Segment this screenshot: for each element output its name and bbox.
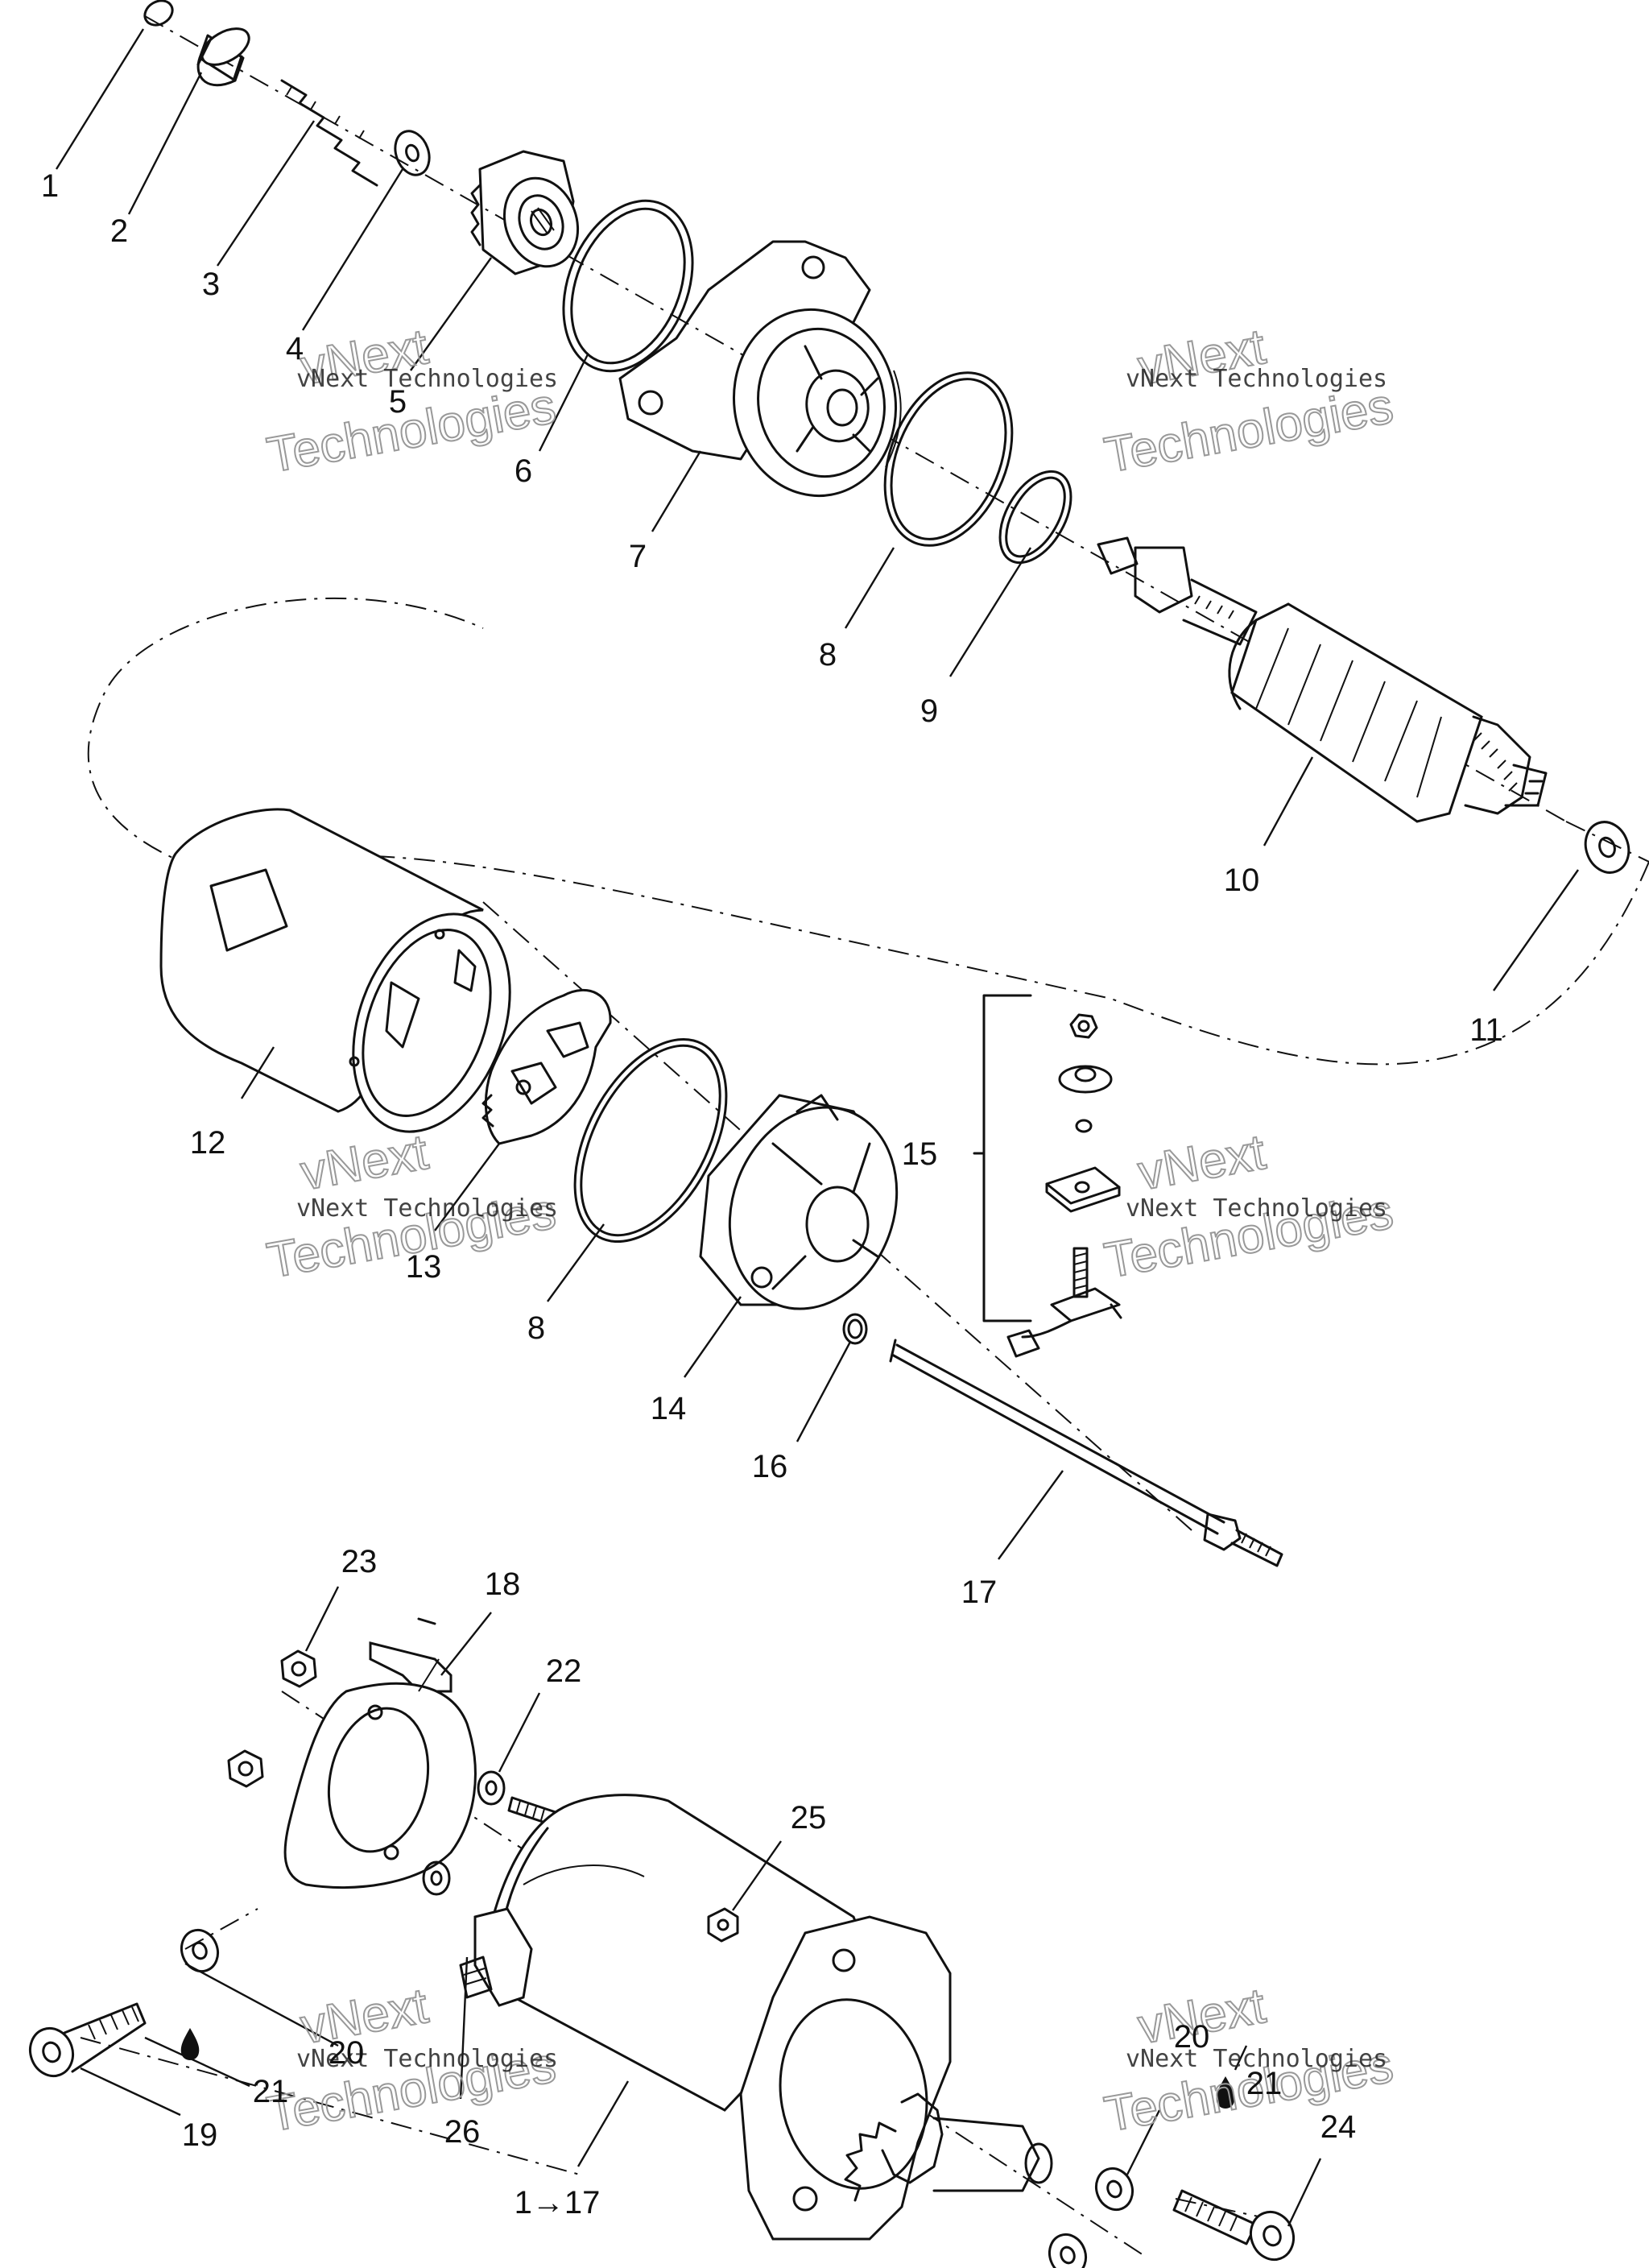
watermark-line: vNext Technologies bbox=[296, 365, 558, 393]
callout-26: 26 bbox=[444, 2114, 481, 2150]
o-ring-part-8-upper bbox=[883, 371, 1014, 547]
screw-part-24 bbox=[1172, 2189, 1295, 2262]
o-ring-part-9 bbox=[998, 470, 1072, 565]
washer-part-20 bbox=[180, 1928, 1134, 2268]
callout-16: 16 bbox=[752, 1449, 788, 1484]
watermark-brand: vNext bbox=[1134, 1124, 1269, 1201]
callout-22: 22 bbox=[546, 1653, 582, 1689]
callout-20-right: 20 bbox=[1174, 2019, 1210, 2055]
o-ring-part-16 bbox=[842, 1313, 868, 1345]
watermark-line: vNext Technologies bbox=[1126, 2045, 1387, 2073]
retaining-ring-part bbox=[143, 0, 174, 27]
watermark-line: vNext Technologies bbox=[1126, 1194, 1387, 1223]
callout-13: 13 bbox=[406, 1249, 442, 1285]
terminal-kit-part bbox=[973, 994, 1122, 1358]
callout-9: 9 bbox=[920, 693, 938, 729]
washer-part-4 bbox=[394, 130, 431, 176]
callout-23: 23 bbox=[341, 1544, 378, 1579]
pinion-clutch-part bbox=[470, 150, 580, 275]
watermark-line: vNext Technologies bbox=[296, 1194, 558, 1223]
callout-7: 7 bbox=[629, 539, 647, 574]
callout-20-left: 20 bbox=[329, 2035, 365, 2071]
callout-3: 3 bbox=[202, 267, 220, 302]
callout-25: 25 bbox=[791, 1800, 827, 1836]
callout-2: 2 bbox=[110, 213, 128, 249]
callout-labels: 1 2 3 4 5 6 7 8 9 10 11 12 13 8 14 15 16… bbox=[41, 168, 1503, 2220]
watermark-brand: vNext bbox=[296, 1124, 432, 1201]
callout-19: 19 bbox=[182, 2117, 218, 2153]
callout-10: 10 bbox=[1224, 863, 1260, 898]
starter-assembly bbox=[459, 1794, 1053, 2241]
washer-part-22 bbox=[422, 1770, 506, 1896]
mounting-bracket-part bbox=[283, 1617, 477, 1889]
screw-part-19 bbox=[29, 2002, 147, 2078]
washer-part-11 bbox=[1584, 821, 1630, 874]
o-ring-part-6 bbox=[562, 199, 694, 373]
watermark-line: vNext Technologies bbox=[1126, 365, 1387, 393]
callout-8-lower: 8 bbox=[527, 1310, 545, 1346]
callout-1-17: 1→17 bbox=[515, 2185, 601, 2220]
callout-11: 11 bbox=[1469, 1012, 1503, 1048]
sleeve-part bbox=[196, 27, 250, 87]
callout-21-left: 21 bbox=[253, 2074, 289, 2109]
through-bolt-part bbox=[889, 1339, 1283, 1567]
callout-18: 18 bbox=[485, 1566, 521, 1602]
callout-8-upper: 8 bbox=[819, 637, 837, 673]
brush-holder-part bbox=[481, 988, 612, 1145]
callout-5: 5 bbox=[389, 384, 407, 420]
yoke-housing-part bbox=[159, 808, 511, 1133]
callout-21-right: 21 bbox=[1246, 2066, 1283, 2101]
o-ring-part-8-lower bbox=[573, 1037, 728, 1244]
watermark-line: vNext Technologies bbox=[296, 2045, 558, 2073]
armature-part bbox=[1097, 536, 1548, 823]
callout-12: 12 bbox=[190, 1125, 226, 1161]
callout-14: 14 bbox=[651, 1391, 687, 1426]
callout-24: 24 bbox=[1320, 2109, 1357, 2145]
callout-17: 17 bbox=[961, 1575, 998, 1610]
callout-6: 6 bbox=[515, 453, 532, 489]
end-cover-part bbox=[699, 1094, 899, 1310]
nut-part-23 bbox=[227, 1649, 317, 1788]
spring-part bbox=[280, 79, 378, 187]
drive-housing-part bbox=[618, 240, 902, 498]
callout-15: 15 bbox=[902, 1136, 938, 1172]
callout-1: 1 bbox=[41, 168, 59, 204]
thread-locker-part-21 bbox=[180, 2028, 1235, 2109]
leader-lines bbox=[55, 28, 1579, 2227]
watermark-brand: vNext bbox=[296, 1978, 432, 2055]
callout-4: 4 bbox=[286, 331, 304, 366]
